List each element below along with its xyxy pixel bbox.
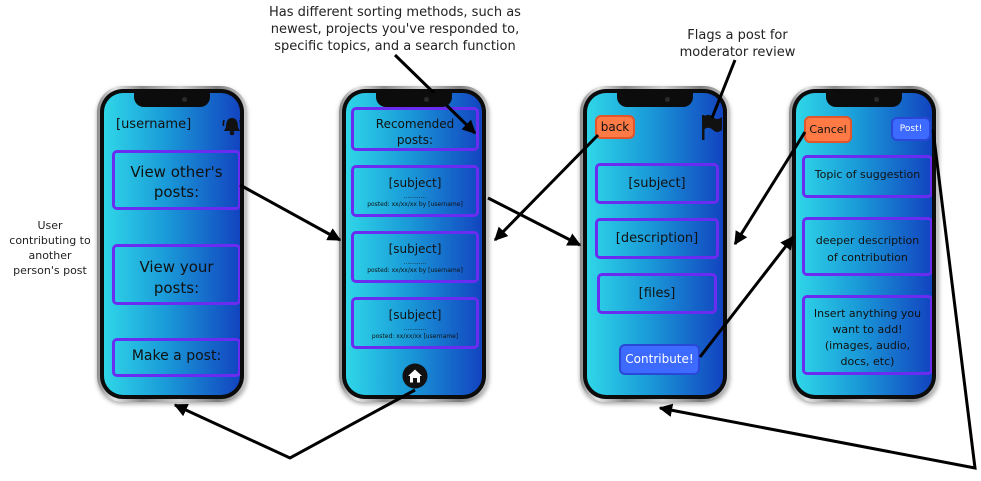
post-dots: ............ — [403, 325, 427, 332]
sorting-line-2: newest, projects you've responded to, — [270, 22, 520, 37]
user-line-1: User — [37, 219, 63, 232]
subject-label: [subject] — [628, 176, 686, 191]
arrow-post-to-detail — [487, 196, 582, 247]
cancel-label: Cancel — [809, 123, 847, 136]
flags-line-2: moderator review — [679, 45, 796, 60]
home-icon[interactable] — [402, 363, 428, 389]
post-card[interactable]: [subject] ............ posted: xx/xx/xx … — [351, 231, 479, 283]
post-dots: ............ — [403, 193, 427, 200]
deeper-label: deeper description of contribution — [815, 234, 920, 264]
deeper-description-field[interactable]: deeper description of contribution — [802, 217, 932, 276]
sorting-line-3: specific topics, and a search function — [274, 39, 516, 54]
sort-header-label: Recomended posts: — [375, 117, 455, 147]
flags-line-1: Flags a post for — [687, 28, 788, 43]
user-line-4: person's post — [13, 264, 87, 277]
arrow-view-others-to-feed — [239, 183, 342, 242]
subject-field[interactable]: [subject] — [595, 163, 719, 204]
contribute-button[interactable]: Contribute! — [619, 344, 700, 375]
sorting-line-1: Has different sorting methods, such as — [269, 5, 521, 20]
back-label: back — [600, 120, 630, 134]
sort-header[interactable]: Recomended posts: — [351, 107, 479, 151]
view-others-posts-button[interactable]: View other's posts: — [112, 150, 240, 210]
user-line-3: another — [28, 249, 72, 262]
arrow-home-return — [173, 388, 416, 460]
user-annotation: User contributing to another person's po… — [2, 218, 98, 278]
arrow-post-return — [658, 129, 977, 470]
make-post-label: Make a post: — [131, 348, 222, 364]
phone-home: [username] View other's posts: View your… — [97, 86, 247, 402]
flags-annotation: Flags a post for moderator review — [665, 27, 810, 61]
post-button[interactable]: Post! — [891, 117, 931, 141]
username-label: [username] — [116, 117, 192, 132]
post-subject: [subject] — [388, 242, 442, 256]
post-subject: [subject] — [388, 176, 442, 190]
description-label: [description] — [615, 231, 699, 246]
screen-home: [username] View other's posts: View your… — [104, 93, 240, 395]
phone-contribute: Cancel Post! Topic of suggestion deeper … — [789, 86, 939, 402]
description-field[interactable]: [description] — [595, 218, 719, 259]
topic-field[interactable]: Topic of suggestion — [802, 155, 932, 198]
screen-post-detail: back [subject] [description] [files] Con… — [587, 93, 723, 395]
post-dots: ............ — [403, 259, 427, 266]
post-subject: [subject] — [388, 308, 442, 322]
files-label: [files] — [638, 286, 676, 301]
post-meta: posted: xx/xx/xx by [username] — [367, 267, 463, 274]
insert-field[interactable]: Insert anything you want to add! (images… — [802, 295, 932, 375]
post-card[interactable]: [subject] ............ posted: xx/xx/xx … — [351, 297, 479, 349]
cancel-button[interactable]: Cancel — [804, 116, 852, 143]
view-your-posts-button[interactable]: View your posts: — [112, 244, 240, 305]
flag-icon[interactable] — [700, 113, 723, 141]
post-card[interactable]: [subject] ............ posted: xx/xx/xx … — [351, 165, 479, 217]
view-yours-label: View your posts: — [139, 258, 214, 297]
back-button[interactable]: back — [595, 115, 635, 139]
phone-feed: Recomended posts: [subject] ............… — [339, 86, 489, 402]
arrow-flag-annotation — [710, 59, 737, 119]
view-others-label: View other's posts: — [130, 163, 223, 201]
screen-feed: Recomended posts: [subject] ............… — [346, 93, 482, 395]
post-label: Post! — [899, 124, 923, 134]
contribute-label: Contribute! — [625, 352, 694, 366]
sorting-annotation: Has different sorting methods, such as n… — [255, 4, 535, 55]
post-meta: posted: xx/xx/xx by [username] — [367, 201, 463, 208]
screen-contribute: Cancel Post! Topic of suggestion deeper … — [796, 93, 932, 395]
bell-icon[interactable] — [221, 115, 240, 137]
arrow-back-to-feed — [493, 133, 600, 242]
topic-label: Topic of suggestion — [814, 168, 921, 181]
post-meta: posted: xx/xx/xx [username] — [371, 333, 459, 340]
insert-label: Insert anything you want to add! (images… — [813, 307, 922, 368]
make-post-button[interactable]: Make a post: — [112, 338, 240, 377]
files-field[interactable]: [files] — [597, 273, 717, 314]
arrow-cancel-to-detail — [733, 131, 807, 246]
arrow-contribute-to-form — [698, 235, 795, 358]
user-line-2: contributing to — [9, 234, 91, 247]
